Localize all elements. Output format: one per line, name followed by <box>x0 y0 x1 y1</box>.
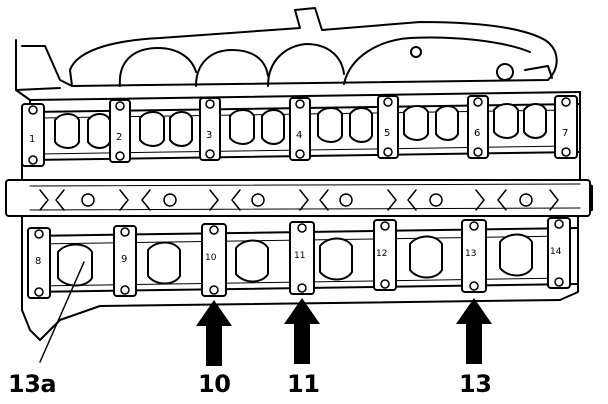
cap-number-2: 2 <box>116 132 122 143</box>
cap-number-11: 11 <box>294 251 305 261</box>
arrow-cap-10 <box>196 300 232 366</box>
cap-number-1: 1 <box>29 134 35 145</box>
cap-number-10: 10 <box>205 253 217 263</box>
cap-number-7: 7 <box>562 128 568 139</box>
bolt-heads <box>28 97 571 297</box>
intake-manifold <box>69 7 558 87</box>
arrow-cap-11 <box>284 298 320 364</box>
cap-number-3: 3 <box>206 130 212 141</box>
cap-number-13: 13 <box>465 249 476 259</box>
upper-bearing-caps <box>21 95 578 167</box>
upper-camshaft <box>29 103 581 161</box>
cap-number-4: 4 <box>296 130 302 141</box>
cap-number-labels: 1 2 3 4 5 6 7 8 9 10 11 12 13 14 <box>29 128 568 267</box>
callout-10: 10 <box>198 370 231 398</box>
cap-number-14: 14 <box>550 247 562 257</box>
cap-number-12: 12 <box>376 249 387 259</box>
cap-number-9: 9 <box>121 254 127 265</box>
cap-number-6: 6 <box>474 128 480 139</box>
callout-13: 13 <box>459 370 492 398</box>
cap-number-8: 8 <box>35 256 41 267</box>
indicator-arrows <box>196 298 492 366</box>
lower-bearing-caps <box>27 217 571 299</box>
callout-13a: 13a <box>8 370 57 398</box>
leader-line-13a <box>39 261 85 363</box>
center-rail <box>5 179 591 217</box>
arrow-cap-13 <box>456 298 492 364</box>
cap-number-5: 5 <box>384 128 390 139</box>
callout-11: 11 <box>287 370 320 398</box>
